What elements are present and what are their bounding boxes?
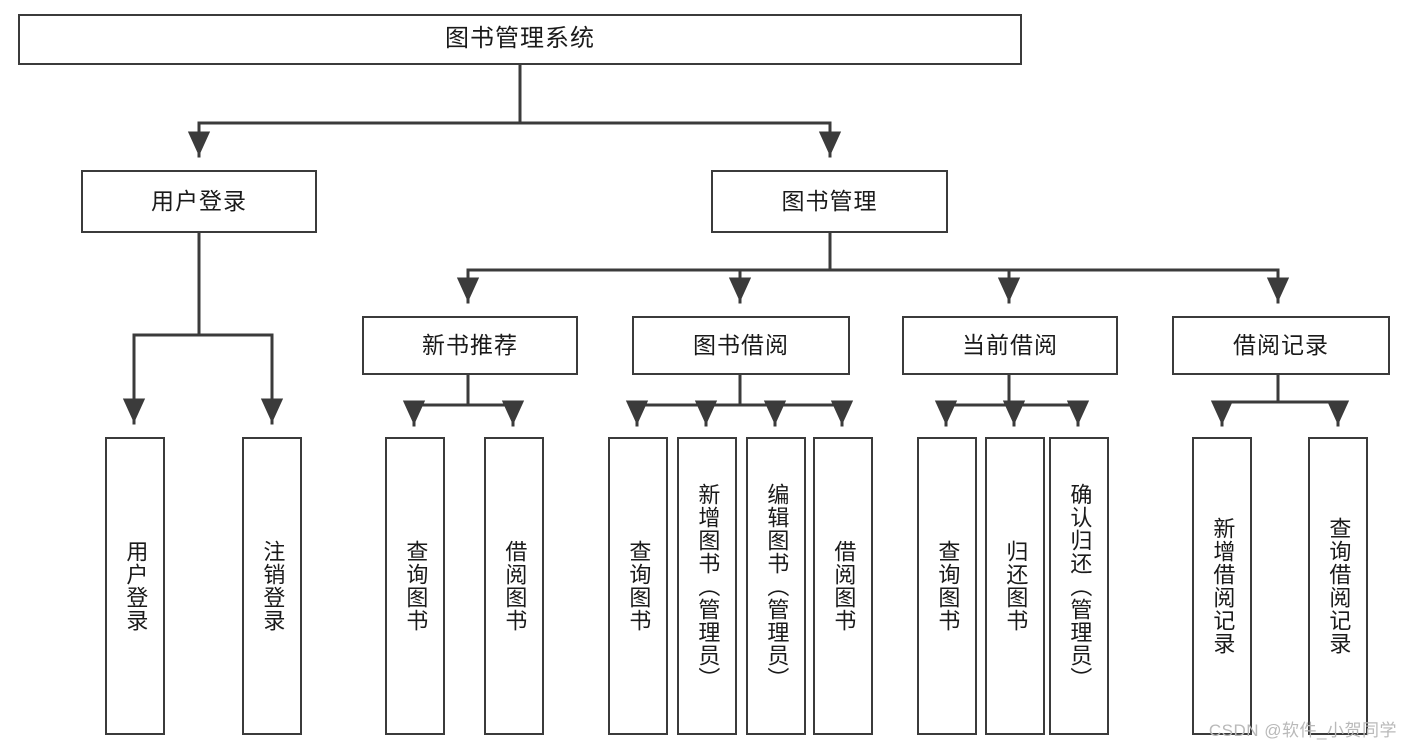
node-leaf-query-book-3[interactable]: 查询图书	[917, 437, 977, 735]
node-borrow-record[interactable]: 借阅记录	[1172, 316, 1390, 375]
node-leaf-edit-book[interactable]: 编辑图书（管理员）	[746, 437, 806, 735]
node-current-borrow-label: 当前借阅	[962, 331, 1058, 358]
node-root[interactable]: 图书管理系统	[18, 14, 1022, 65]
watermark-text: CSDN @软件_小贺同学	[1208, 721, 1397, 740]
node-root-label: 图书管理系统	[445, 25, 595, 53]
node-leaf-borrow-book-2-label: 借阅图书	[831, 540, 857, 632]
node-leaf-confirm-return-label: 确认归还（管理员）	[1067, 482, 1093, 690]
node-borrow-record-label: 借阅记录	[1233, 331, 1329, 358]
node-leaf-borrow-book-1-label: 借阅图书	[502, 540, 528, 632]
node-user-login[interactable]: 用户登录	[81, 170, 317, 233]
node-leaf-add-book[interactable]: 新增图书（管理员）	[677, 437, 737, 735]
node-new-book-rec[interactable]: 新书推荐	[362, 316, 578, 375]
node-leaf-add-record-label: 新增借阅记录	[1210, 517, 1236, 655]
node-leaf-user-login-label: 用户登录	[123, 540, 149, 632]
node-leaf-add-record[interactable]: 新增借阅记录	[1192, 437, 1252, 735]
node-book-manage-label: 图书管理	[781, 187, 878, 214]
node-leaf-confirm-return[interactable]: 确认归还（管理员）	[1049, 437, 1109, 735]
node-book-manage[interactable]: 图书管理	[711, 170, 948, 233]
node-leaf-user-login[interactable]: 用户登录	[105, 437, 165, 735]
node-leaf-return-book-label: 归还图书	[1003, 540, 1029, 632]
node-new-book-rec-label: 新书推荐	[422, 331, 518, 358]
node-leaf-logout-login-label: 注销登录	[260, 540, 286, 632]
node-leaf-query-record-label: 查询借阅记录	[1326, 517, 1352, 655]
node-leaf-query-book-3-label: 查询图书	[935, 540, 961, 632]
node-user-login-label: 用户登录	[151, 187, 247, 214]
node-leaf-query-record[interactable]: 查询借阅记录	[1308, 437, 1368, 735]
node-leaf-query-book-1-label: 查询图书	[403, 540, 429, 632]
node-leaf-borrow-book-2[interactable]: 借阅图书	[813, 437, 873, 735]
node-leaf-return-book[interactable]: 归还图书	[985, 437, 1045, 735]
node-leaf-add-book-label: 新增图书（管理员）	[695, 482, 721, 690]
node-leaf-query-book-2-label: 查询图书	[626, 540, 652, 632]
node-current-borrow[interactable]: 当前借阅	[902, 316, 1118, 375]
node-leaf-borrow-book-1[interactable]: 借阅图书	[484, 437, 544, 735]
node-leaf-edit-book-label: 编辑图书（管理员）	[764, 482, 790, 690]
node-leaf-logout-login[interactable]: 注销登录	[242, 437, 302, 735]
node-book-borrow[interactable]: 图书借阅	[632, 316, 850, 375]
node-leaf-query-book-1[interactable]: 查询图书	[385, 437, 445, 735]
node-leaf-query-book-2[interactable]: 查询图书	[608, 437, 668, 735]
node-book-borrow-label: 图书借阅	[693, 331, 789, 358]
